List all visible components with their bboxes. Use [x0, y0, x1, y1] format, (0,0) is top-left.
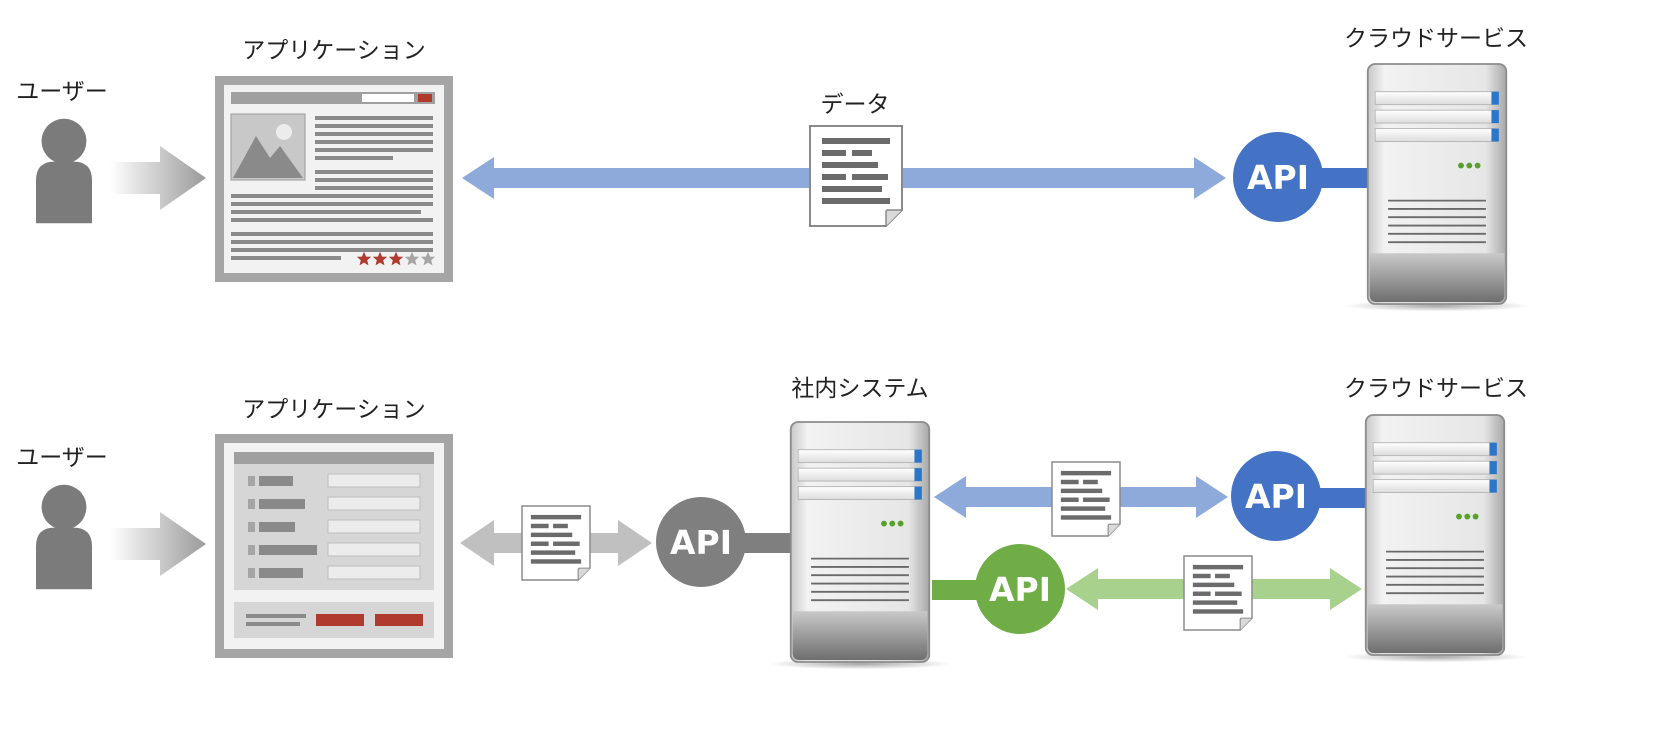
bottom-document-icon-blue — [1051, 461, 1121, 537]
internal-system-label: 社内システム — [791, 376, 928, 402]
top-cloud-server-icon — [1343, 63, 1531, 313]
top-api-connector — [1316, 168, 1370, 188]
bottom-document-icon-left — [521, 505, 591, 581]
bottom-blue-api-label: API — [1245, 477, 1307, 516]
top-app-label: アプリケーション — [242, 38, 426, 64]
gray-api-connector — [740, 533, 796, 553]
bottom-user-icon — [36, 484, 92, 590]
top-api-badge — [1233, 132, 1323, 222]
green-api-badge — [975, 544, 1065, 634]
bottom-app-window-icon — [215, 434, 453, 658]
gray-api-badge — [656, 497, 746, 587]
bottom-blue-api-badge — [1231, 451, 1321, 541]
top-api-label: API — [1247, 158, 1309, 197]
bottom-cloud-server-icon — [1341, 414, 1529, 664]
top-document-icon — [809, 125, 903, 227]
internal-system-server-icon — [766, 421, 954, 671]
gray-api-label: API — [670, 523, 732, 562]
bottom-user-label: ユーザー — [16, 445, 108, 471]
image-placeholder-icon — [230, 113, 306, 181]
bottom-app-label: アプリケーション — [242, 397, 426, 423]
top-cloud-label: クラウドサービス — [1344, 26, 1528, 52]
bottom-cloud-label: クラウドサービス — [1344, 376, 1528, 402]
bottom-row: ユーザー アプリケーション API 社内シ — [16, 376, 1529, 671]
top-user-arrow — [110, 146, 206, 210]
top-app-window-icon — [215, 76, 453, 282]
bottom-document-icon-green — [1183, 555, 1253, 631]
top-row: ユーザー アプリケーション — [16, 26, 1531, 313]
form-fields — [248, 473, 421, 580]
top-user-icon — [36, 118, 92, 224]
green-api-label: API — [989, 570, 1051, 609]
bottom-blue-api-connector — [1316, 488, 1370, 508]
top-data-label: データ — [821, 92, 890, 118]
bottom-user-arrow — [110, 512, 206, 576]
top-user-label: ユーザー — [16, 79, 108, 105]
